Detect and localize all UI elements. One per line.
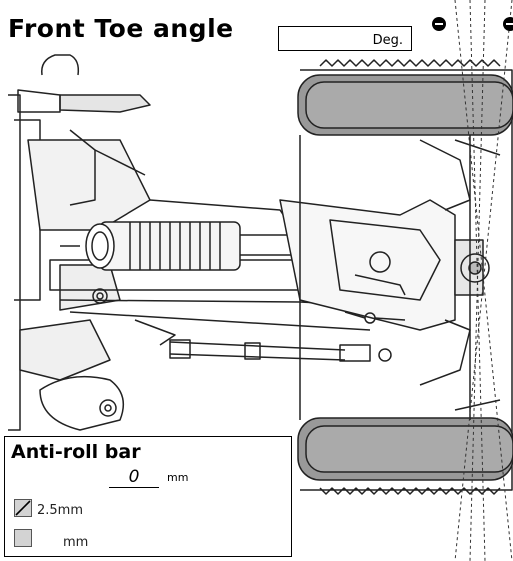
shock-absorber-drawing (60, 221, 301, 304)
upper-deck-drawing (8, 54, 301, 431)
anti-roll-bar-title: Anti-roll bar (11, 441, 141, 463)
anti-roll-bar-value-unit: mm (167, 471, 189, 484)
wheel-drawing (297, 59, 513, 495)
option-2-5mm-checkbox[interactable] (14, 499, 32, 517)
toe-angle-field[interactable]: Deg. (278, 26, 412, 51)
anti-roll-bar-value-field[interactable]: 0 (109, 467, 159, 488)
minus-icon (503, 17, 513, 31)
option-custom-label: mm (63, 535, 89, 550)
arm-drawing (19, 259, 392, 431)
toe-angle-title: Front Toe angle (8, 14, 234, 43)
minus-icon (432, 17, 446, 31)
toe-reference-lines (454, 0, 513, 561)
toe-angle-unit: Deg. (372, 33, 403, 48)
option-2-5mm-label: 2.5mm (37, 503, 84, 518)
knuckle-drawing (279, 139, 490, 386)
anti-roll-bar-panel: Anti-roll bar 0 mm 2.5mm mm (4, 436, 292, 557)
option-custom-checkbox[interactable] (14, 529, 32, 547)
